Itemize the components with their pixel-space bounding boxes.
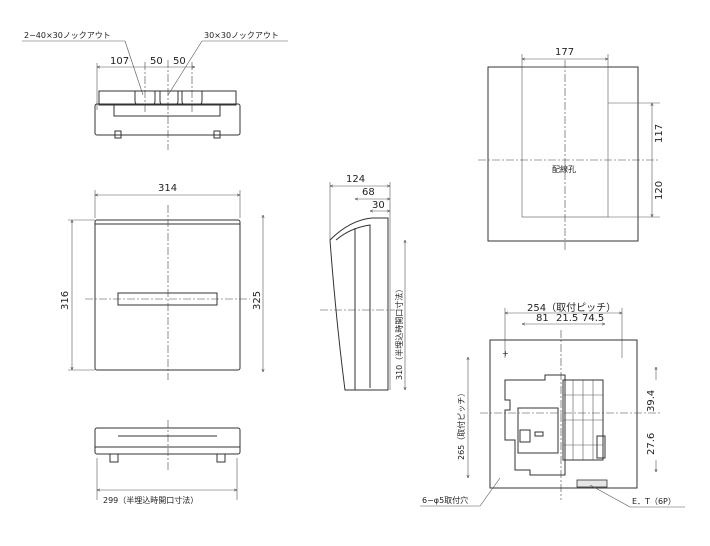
side-view: 124 68 30 310（半埋込時開口寸法）	[320, 174, 405, 390]
earth-terminal-label: E．T（6P）	[632, 497, 676, 506]
dim-177: 177	[555, 47, 574, 58]
dim-30: 30	[372, 200, 385, 211]
dim-50a: 50	[150, 56, 163, 67]
dim-314: 314	[158, 183, 177, 194]
dim-117: 117	[654, 124, 665, 143]
pitch-horizontal: 254（取付ピッチ）	[527, 301, 616, 314]
bottom-view: 299（半埋込時開口寸法）	[94, 420, 241, 505]
dim-124: 124	[346, 174, 365, 185]
dim-81: 81	[536, 313, 549, 324]
dim-68: 68	[362, 187, 375, 198]
dim-107: 107	[110, 56, 129, 67]
knockout-right-label: 30×30ノックアウト	[204, 31, 279, 40]
interior-view: 254（取付ピッチ） 81 21.5 74.5 + 265（取付ピッチ） 39.…	[420, 301, 685, 508]
knockout-left-label: 2−40×30ノックアウト	[24, 31, 111, 40]
dim-299: 299（半埋込時開口寸法）	[103, 495, 198, 505]
dim-39-4: 39.4	[646, 390, 657, 412]
pitch-vertical: 265（取付ピッチ）	[456, 389, 466, 460]
hole-marks: +	[502, 349, 509, 358]
dim-21-5: 21.5	[556, 313, 578, 324]
dim-27-6: 27.6	[646, 433, 657, 455]
dim-50b: 50	[173, 56, 186, 67]
dim-120: 120	[654, 181, 665, 200]
wiring-hole-label: 配線孔	[552, 164, 576, 174]
back-view: 177 配線孔 117 120	[478, 47, 665, 250]
dim-74-5: 74.5	[582, 313, 604, 324]
dim-325: 325	[252, 291, 263, 310]
front-view: 314 316 325	[60, 183, 263, 380]
mounting-holes-label: 6−φ5取付穴	[422, 495, 468, 505]
dim-316: 316	[60, 291, 71, 310]
top-view: 2−40×30ノックアウト 30×30ノックアウト 107 50 50	[22, 31, 288, 150]
dim-310: 310（半埋込時開口寸法）	[394, 285, 404, 380]
